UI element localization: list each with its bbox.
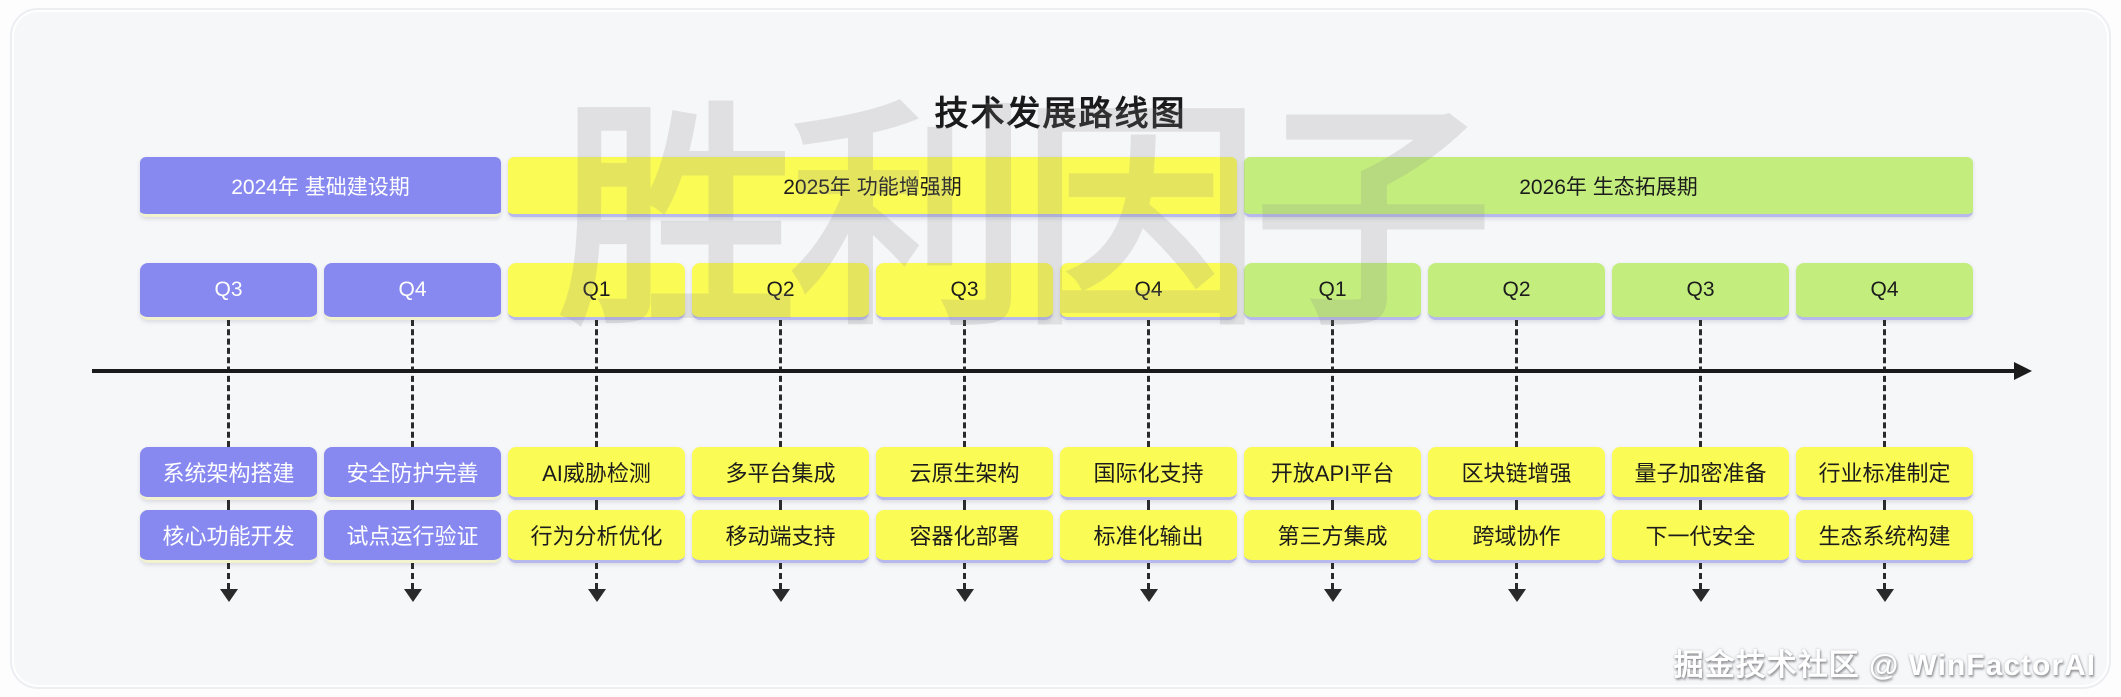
- task-box: 试点运行验证: [324, 510, 501, 563]
- footer-credit: 掘金技术社区 @ WinFactorAI: [1673, 649, 2096, 682]
- quarter-box: Q4: [324, 263, 501, 320]
- period-label: 2025年 功能增强期: [783, 175, 962, 199]
- timeline-arrowhead-icon: [2014, 362, 2032, 380]
- quarter-column-8: Q3 量子加密准备下一代安全: [1612, 263, 1789, 602]
- dashed-connector: [1699, 500, 1702, 510]
- quarter-box: Q1: [508, 263, 685, 320]
- task-box: 开放API平台: [1244, 447, 1421, 500]
- dashed-connector: [1331, 320, 1334, 447]
- dashed-connector: [1883, 563, 1886, 589]
- quarter-box: Q3: [876, 263, 1053, 320]
- dashed-connector: [595, 320, 598, 447]
- task-box: 量子加密准备: [1612, 447, 1789, 500]
- dashed-connector: [411, 563, 414, 589]
- task-box: 行业标准制定: [1796, 447, 1973, 500]
- task-box: 核心功能开发: [140, 510, 317, 563]
- quarter-box: Q3: [1612, 263, 1789, 320]
- task-box: 标准化输出: [1060, 510, 1237, 563]
- quarter-box: Q2: [692, 263, 869, 320]
- dashed-connector: [1147, 320, 1150, 447]
- dashed-connector: [595, 500, 598, 510]
- task-box: AI威胁检测: [508, 447, 685, 500]
- dashed-connector: [1331, 500, 1334, 510]
- task-box: 跨域协作: [1428, 510, 1605, 563]
- task-box: 下一代安全: [1612, 510, 1789, 563]
- quarter-column-5: Q4 国际化支持标准化输出: [1060, 263, 1237, 602]
- quarter-column-3: Q2 多平台集成移动端支持: [692, 263, 869, 602]
- dashed-connector: [1883, 320, 1886, 447]
- dashed-connector: [411, 320, 414, 447]
- dashed-connector: [411, 500, 414, 510]
- task-box: 国际化支持: [1060, 447, 1237, 500]
- quarter-column-0: Q3 系统架构搭建核心功能开发: [140, 263, 317, 602]
- task-box: 第三方集成: [1244, 510, 1421, 563]
- period-bar-0: 2024年 基础建设期: [140, 157, 501, 217]
- period-label: 2026年 生态拓展期: [1519, 175, 1698, 199]
- task-box: 移动端支持: [692, 510, 869, 563]
- dashed-connector: [779, 320, 782, 447]
- dashed-connector: [1515, 563, 1518, 589]
- dashed-connector: [1331, 563, 1334, 589]
- quarter-column-6: Q1 开放API平台第三方集成: [1244, 263, 1421, 602]
- down-arrowhead-icon: [587, 589, 606, 602]
- period-bars-row: 2024年 基础建设期 2025年 功能增强期 2026年 生态拓展期: [140, 157, 1973, 217]
- down-arrowhead-icon: [955, 589, 974, 602]
- dashed-connector: [963, 320, 966, 447]
- task-box: 生态系统构建: [1796, 510, 1973, 563]
- task-box: 区块链增强: [1428, 447, 1605, 500]
- down-arrowhead-icon: [1139, 589, 1158, 602]
- dashed-connector: [1699, 320, 1702, 447]
- quarter-column-4: Q3 云原生架构容器化部署: [876, 263, 1053, 602]
- dashed-connector: [779, 500, 782, 510]
- dashed-connector: [1147, 500, 1150, 510]
- down-arrowhead-icon: [1691, 589, 1710, 602]
- task-box: 云原生架构: [876, 447, 1053, 500]
- down-arrowhead-icon: [771, 589, 790, 602]
- down-arrowhead-icon: [1507, 589, 1526, 602]
- dashed-connector: [963, 563, 966, 589]
- period-bar-2: 2026年 生态拓展期: [1244, 157, 1973, 217]
- dashed-connector: [1883, 500, 1886, 510]
- quarter-column-7: Q2 区块链增强跨域协作: [1428, 263, 1605, 602]
- task-box: 多平台集成: [692, 447, 869, 500]
- dashed-connector: [1515, 320, 1518, 447]
- down-arrowhead-icon: [219, 589, 238, 602]
- quarter-box: Q4: [1060, 263, 1237, 320]
- task-box: 系统架构搭建: [140, 447, 317, 500]
- period-label: 2024年 基础建设期: [231, 175, 410, 199]
- quarter-column-1: Q4 安全防护完善试点运行验证: [324, 263, 501, 602]
- dashed-connector: [963, 500, 966, 510]
- quarter-box: Q4: [1796, 263, 1973, 320]
- down-arrowhead-icon: [403, 589, 422, 602]
- quarter-column-9: Q4 行业标准制定生态系统构建: [1796, 263, 1973, 602]
- background-card: [10, 8, 2111, 689]
- quarter-box: Q1: [1244, 263, 1421, 320]
- dashed-connector: [595, 563, 598, 589]
- dashed-connector: [779, 563, 782, 589]
- task-box: 安全防护完善: [324, 447, 501, 500]
- task-box: 行为分析优化: [508, 510, 685, 563]
- dashed-connector: [227, 320, 230, 447]
- down-arrowhead-icon: [1323, 589, 1342, 602]
- dashed-connector: [227, 500, 230, 510]
- quarter-box: Q3: [140, 263, 317, 320]
- page-title: 技术发展路线图: [934, 95, 1187, 133]
- dashed-connector: [1699, 563, 1702, 589]
- task-box: 容器化部署: [876, 510, 1053, 563]
- dashed-connector: [1147, 563, 1150, 589]
- period-bar-1: 2025年 功能增强期: [508, 157, 1237, 217]
- dashed-connector: [1515, 500, 1518, 510]
- down-arrowhead-icon: [1875, 589, 1894, 602]
- quarter-box: Q2: [1428, 263, 1605, 320]
- dashed-connector: [227, 563, 230, 589]
- timeline-axis: [92, 369, 2017, 373]
